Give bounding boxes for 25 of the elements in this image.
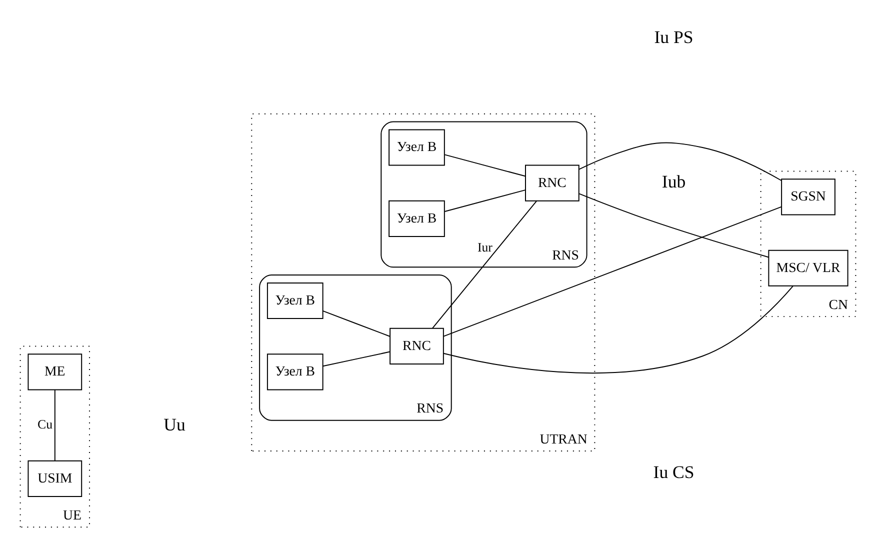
connector bbox=[322, 350, 390, 366]
edge-label: Iur bbox=[477, 240, 492, 254]
node-box: USIM bbox=[28, 460, 82, 496]
label: Iu CS bbox=[653, 462, 694, 482]
connector bbox=[322, 310, 390, 336]
node-box: Узел В bbox=[266, 282, 324, 319]
label: Uu bbox=[164, 414, 186, 434]
node-box: MSC/ VLR bbox=[768, 249, 848, 286]
connector bbox=[578, 192, 770, 258]
node-box: Узел В bbox=[266, 353, 324, 390]
connector bbox=[443, 206, 782, 336]
node-box: RNC bbox=[525, 164, 580, 201]
connector bbox=[432, 200, 538, 328]
connector bbox=[444, 189, 526, 212]
node-box: Узел В bbox=[388, 200, 445, 236]
node-box: SGSN bbox=[781, 178, 836, 215]
connector bbox=[444, 154, 526, 176]
edge-label: Cu bbox=[38, 417, 53, 432]
label: Iu PS bbox=[654, 26, 694, 47]
label: Iub bbox=[662, 170, 686, 191]
node-box: ME bbox=[28, 353, 82, 390]
node-box: Узел В bbox=[388, 128, 445, 166]
node-box: RNC bbox=[390, 327, 444, 364]
connector bbox=[54, 388, 56, 461]
connector bbox=[443, 285, 794, 373]
